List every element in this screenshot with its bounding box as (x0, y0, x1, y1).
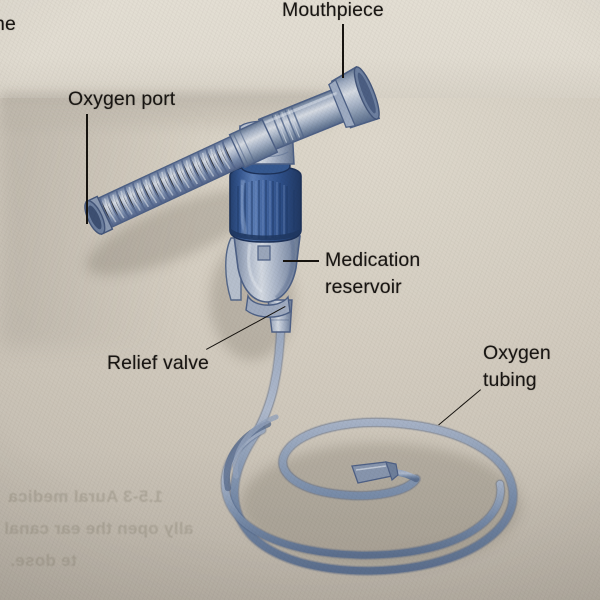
oxygen-port-tube (84, 118, 279, 236)
label-medication-reservoir-line1: Medication (325, 249, 420, 272)
paper-top-light-band (0, 0, 600, 98)
label-oxygen-port: Oxygen port (68, 88, 175, 111)
medication-reservoir (225, 235, 301, 318)
tubing-connector-end (351, 461, 399, 484)
label-mouthpiece: Mouthpiece (282, 0, 384, 22)
label-relief-valve: Relief valve (107, 352, 209, 375)
label-oxygen-tubing-line2: tubing (483, 369, 537, 392)
label-cut-off-top-left: ne (0, 13, 24, 36)
label-oxygen-tubing-line1: Oxygen (483, 342, 551, 365)
label-medication-reservoir-line2: reservoir (325, 276, 402, 299)
leader-line-oxygen-port (86, 114, 88, 224)
leader-line-mouthpiece (342, 24, 344, 78)
leader-line-medication-reservoir (283, 260, 319, 262)
